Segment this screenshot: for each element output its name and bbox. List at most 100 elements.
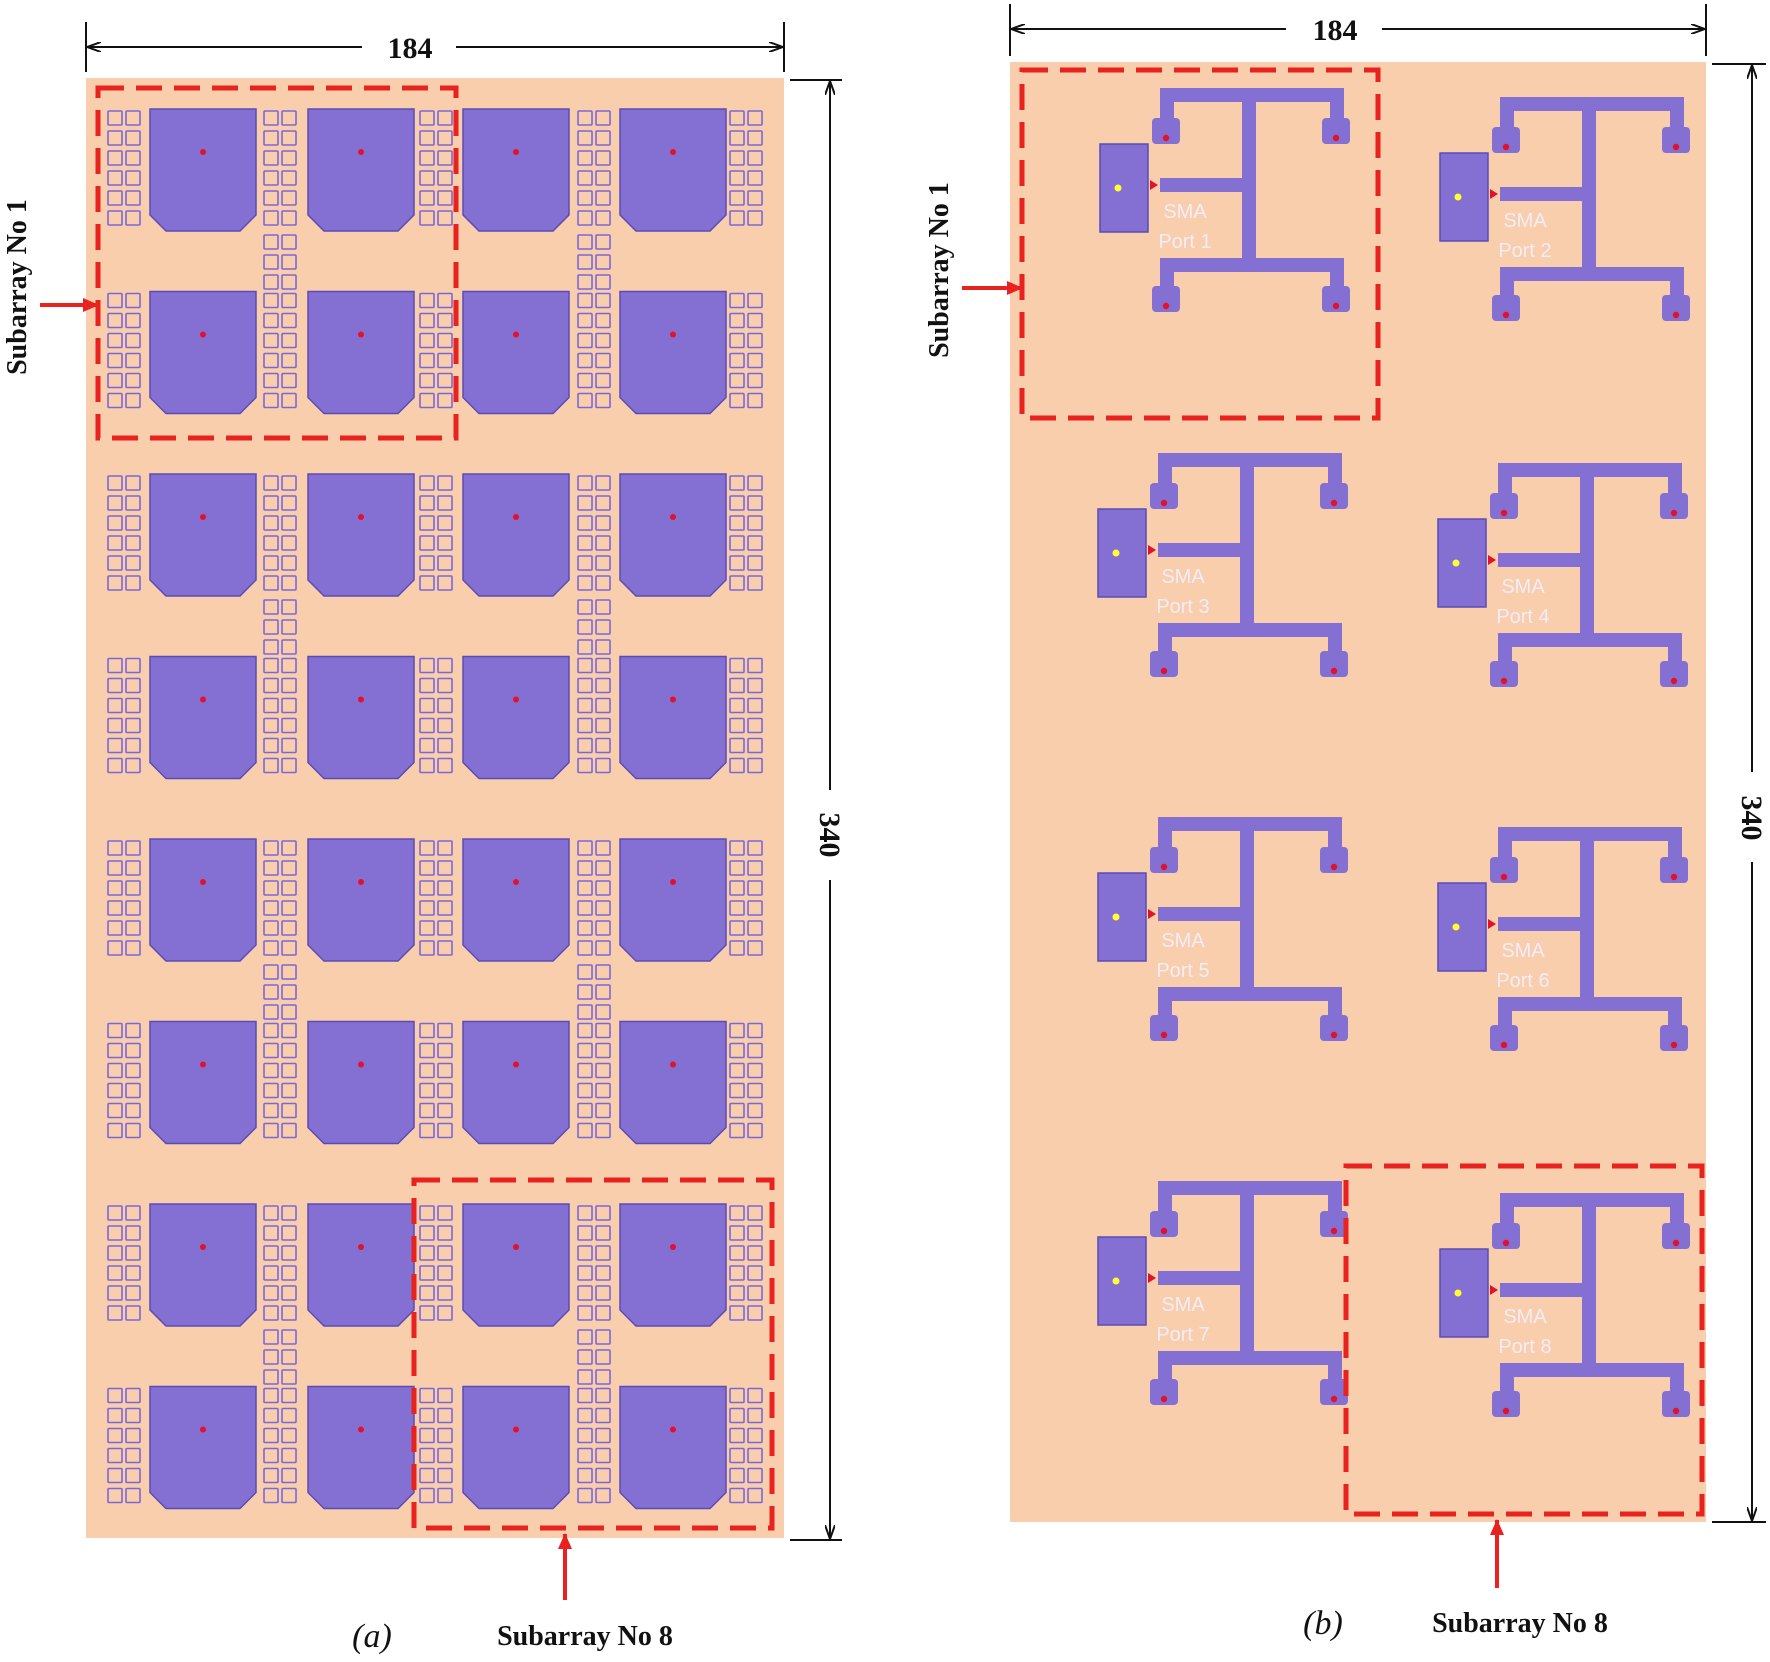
ebg-unit-cell [577, 352, 593, 369]
panel-b-label: (b) [1303, 1605, 1343, 1642]
ebg-unit-cell [281, 1265, 297, 1281]
ebg-cell-group [729, 475, 763, 591]
ebg-unit-cell [729, 1205, 745, 1221]
stub-line [1158, 623, 1172, 657]
ebg-unit-cell [729, 1427, 745, 1444]
ebg-cell-group [263, 292, 297, 409]
ebg-unit-cell [263, 575, 279, 591]
patch-element [462, 1020, 570, 1145]
ebg-unit-cell [419, 1102, 435, 1119]
ebg-unit-cell [419, 1265, 435, 1281]
end-pad [1662, 1391, 1690, 1417]
ebg-unit-cell [577, 1427, 593, 1444]
ebg-unit-cell [747, 1447, 763, 1464]
ebg-unit-cell [263, 840, 279, 856]
ebg-unit-cell [263, 900, 279, 916]
ebg-unit-cell [577, 515, 593, 531]
ebg-cell-group [577, 292, 611, 409]
panel-a-subarray-8-label: Subarray No 8 [497, 1621, 673, 1652]
ebg-unit-cell [747, 1245, 763, 1261]
ebg-unit-cell [729, 940, 745, 956]
ebg-unit-cell [263, 1205, 279, 1221]
ebg-unit-cell [595, 599, 611, 615]
ebg-unit-cell [595, 110, 611, 126]
port-label: Port 1 [1158, 231, 1211, 253]
panel-a-height-dim: 340 [813, 813, 846, 858]
ebg-unit-cell [729, 170, 745, 186]
sma-connector [1439, 152, 1489, 242]
ebg-unit-cell [281, 1447, 297, 1464]
probe-point [1160, 1395, 1168, 1403]
ebg-unit-cell [577, 475, 593, 491]
ebg-unit-cell [747, 1265, 763, 1281]
ebg-unit-cell [729, 1265, 745, 1281]
ebg-unit-cell [419, 575, 435, 591]
patch-element [462, 838, 570, 962]
sma-connector [1099, 143, 1149, 233]
stub-line [1500, 1363, 1514, 1397]
ebg-unit-cell [595, 495, 611, 511]
ebg-unit-cell [281, 1102, 297, 1119]
feed-point [200, 149, 206, 155]
feed-point [513, 879, 519, 885]
ebg-unit-cell [577, 274, 593, 290]
ebg-vertical-strip [263, 599, 297, 655]
stub-line [1670, 97, 1684, 131]
ebg-unit-cell [125, 555, 141, 571]
feed-point [670, 879, 676, 885]
patch-element [149, 838, 257, 962]
ebg-unit-cell [729, 1305, 745, 1321]
ebg-unit-cell [419, 1122, 435, 1139]
ebg-unit-cell [437, 717, 453, 734]
ebg-unit-cell [107, 697, 123, 714]
stub-line [1328, 987, 1342, 1021]
ebg-unit-cell [281, 1004, 297, 1020]
ebg-unit-cell [107, 757, 123, 774]
ebg-unit-cell [419, 757, 435, 774]
probe-point [1330, 1227, 1338, 1235]
patch-element [149, 655, 257, 780]
ebg-unit-cell [729, 880, 745, 896]
ebg-unit-cell [577, 1387, 593, 1404]
panel-a-subarray-1-label: Subarray No 1 [2, 199, 33, 375]
probe-point [1502, 143, 1510, 151]
ebg-unit-cell [281, 1042, 297, 1059]
ebg-unit-cell [595, 984, 611, 1000]
ebg-unit-cell [595, 619, 611, 635]
ebg-unit-cell [263, 312, 279, 329]
stub-line [1670, 267, 1684, 301]
ebg-unit-cell [747, 1225, 763, 1241]
ebg-unit-cell [747, 1205, 763, 1221]
ebg-unit-cell [107, 900, 123, 916]
ebg-unit-cell [595, 1122, 611, 1139]
ebg-unit-cell [577, 900, 593, 916]
ebg-unit-cell [281, 1407, 297, 1424]
ebg-unit-cell [729, 555, 745, 571]
ebg-unit-cell [419, 1022, 435, 1039]
feed-line [1500, 1283, 1584, 1297]
ebg-unit-cell [107, 535, 123, 551]
ebg-unit-cell [595, 1487, 611, 1504]
patch-element [307, 1020, 415, 1145]
ebg-unit-cell [577, 1205, 593, 1221]
ebg-unit-cell [263, 1487, 279, 1504]
ebg-unit-cell [419, 372, 435, 389]
ebg-unit-cell [263, 475, 279, 491]
ebg-cell-group [107, 475, 141, 591]
ebg-unit-cell [263, 535, 279, 551]
ebg-unit-cell [747, 292, 763, 309]
patch-element [619, 108, 727, 232]
feed-point [513, 514, 519, 520]
probe-point [1330, 1395, 1338, 1403]
ebg-unit-cell [747, 697, 763, 714]
ebg-unit-cell [595, 964, 611, 980]
end-pad [1660, 857, 1688, 883]
ebg-unit-cell [577, 110, 593, 126]
ebg-cell-group [729, 110, 763, 226]
ebg-unit-cell [595, 332, 611, 349]
branch-line-bottom [1498, 633, 1682, 647]
